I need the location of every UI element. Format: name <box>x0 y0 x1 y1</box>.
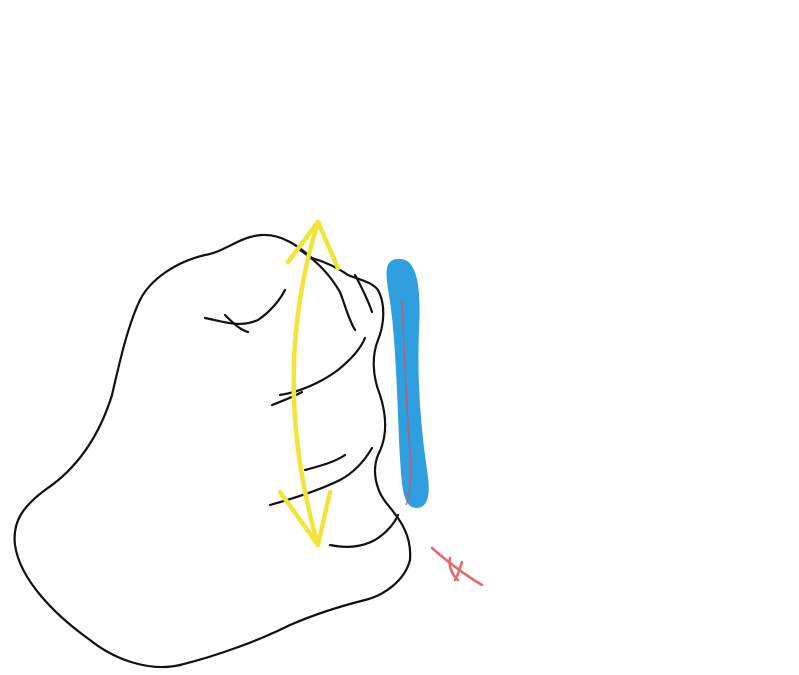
hand-top-knuckles <box>140 235 378 300</box>
handle-knob-inner <box>357 30 405 205</box>
hand-bottom <box>180 560 410 665</box>
yellow-double-arrow <box>280 222 338 545</box>
hand-left-side <box>15 300 180 667</box>
blue-highlight-stroke <box>390 262 426 505</box>
red-x-mark <box>432 548 482 585</box>
finger-crease-4 <box>330 515 398 547</box>
handle-knob-outer <box>331 15 540 227</box>
handle-knob-inner-2 <box>355 50 380 155</box>
door-handle-outline <box>331 15 792 275</box>
handle-stem-line <box>379 236 385 275</box>
finger-crease-3b <box>305 455 345 470</box>
finger-crease-1 <box>205 290 285 324</box>
handle-lever-top <box>530 16 792 85</box>
handle-lever-bottom <box>530 85 765 182</box>
hand-outline <box>15 235 411 667</box>
handle-lever-inner <box>545 38 720 80</box>
